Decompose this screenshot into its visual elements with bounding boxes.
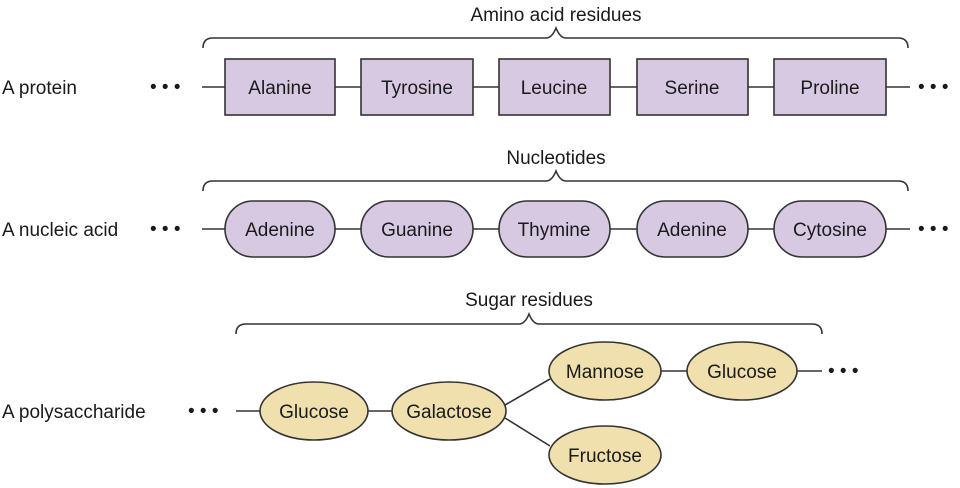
residue-box [224, 58, 336, 116]
sugar-label: Mannose [566, 362, 644, 383]
sugar-glucose-1: Glucose [259, 381, 369, 441]
sugar-mannose: Mannose [548, 341, 662, 401]
residue-label: Serine [665, 78, 720, 99]
nucleic-dots-left: • • • [150, 219, 181, 240]
protein-unit-proline: Proline [773, 58, 887, 116]
nucleotide-label: Guanine [381, 220, 453, 241]
protein-row: Amino acid residues A protein • • • • • … [2, 5, 949, 116]
protein-unit-leucine: Leucine [498, 58, 611, 116]
nucleotide-adenine-2: Adenine [636, 200, 749, 258]
sugar-oval [686, 341, 798, 401]
nucleotide-pill [224, 200, 336, 258]
residue-label: Proline [800, 78, 859, 99]
nucleotide-pill [498, 200, 611, 258]
residue-label: Alanine [248, 78, 311, 99]
sugar-branch-fructose [504, 417, 551, 447]
sugar-fructose: Fructose [548, 425, 662, 485]
sugar-label: Glucose [707, 362, 777, 383]
sugar-glucose-2: Glucose [686, 341, 798, 401]
sugar-branch-mannose [504, 378, 551, 406]
nucleic-acid-row-label: A nucleic acid [2, 220, 118, 241]
protein-dots-right: • • • [918, 77, 949, 98]
polysaccharide-row: Sugar residues A polysaccharide • • • • … [2, 290, 859, 485]
nucleotide-adenine-1: Adenine [224, 200, 336, 258]
sugar-label: Glucose [279, 402, 349, 423]
sugar-bracket [235, 311, 823, 335]
sugar-dots-left: • • • [188, 401, 219, 422]
protein-unit-alanine: Alanine [224, 58, 336, 116]
nucleotide-label: Thymine [518, 220, 591, 241]
residue-box [498, 58, 611, 116]
nucleotide-label: Adenine [657, 220, 727, 241]
protein-dots-left: • • • [150, 77, 181, 98]
protein-bracket-label: Amino acid residues [470, 5, 641, 26]
residue-label: Tyrosine [381, 78, 453, 99]
nucleotides-bracket [202, 168, 909, 192]
sugar-oval [391, 381, 507, 441]
nucleotide-cytosine: Cytosine [773, 200, 887, 258]
sugar-galactose: Galactose [391, 381, 507, 441]
nucleotide-pill [773, 200, 887, 258]
nucleotide-guanine: Guanine [360, 200, 474, 258]
residue-box [773, 58, 887, 116]
nucleotide-pill [360, 200, 474, 258]
nucleotide-label: Adenine [245, 220, 315, 241]
sugar-oval [548, 425, 662, 485]
nucleic-dots-right: • • • [918, 219, 949, 240]
nucleotides-bracket-label: Nucleotides [506, 148, 605, 169]
residue-label: Leucine [521, 78, 588, 99]
nucleotide-pill [636, 200, 749, 258]
protein-unit-serine: Serine [636, 58, 749, 116]
nucleotide-thymine: Thymine [498, 200, 611, 258]
residue-box [636, 58, 749, 116]
protein-row-label: A protein [2, 78, 77, 99]
sugar-bracket-label: Sugar residues [465, 290, 593, 311]
sugar-oval [548, 341, 662, 401]
protein-unit-tyrosine: Tyrosine [360, 58, 474, 116]
nucleic-acid-row: Nucleotides A nucleic acid • • • • • • A… [2, 148, 949, 258]
sugar-label: Fructose [568, 446, 642, 467]
sugar-oval [259, 381, 369, 441]
polysaccharide-row-label: A polysaccharide [2, 402, 146, 423]
sugar-dots-right: • • • [828, 361, 859, 382]
sugar-label: Galactose [406, 402, 492, 423]
protein-bracket [202, 25, 909, 49]
nucleotide-label: Cytosine [793, 220, 867, 241]
residue-box [360, 58, 474, 116]
